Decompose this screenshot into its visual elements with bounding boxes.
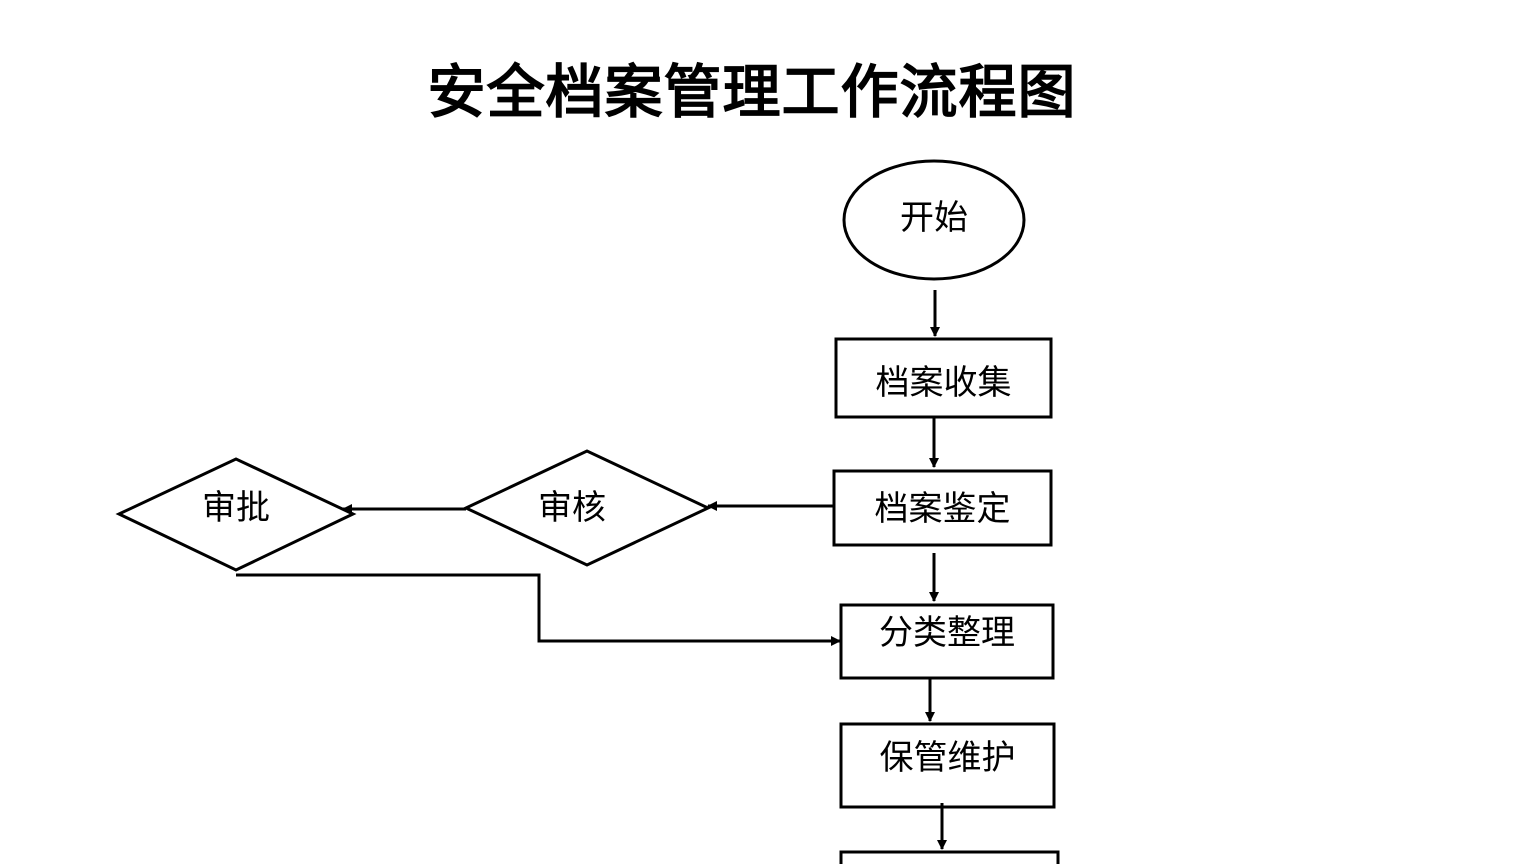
appraise-label: 档案鉴定 (874, 489, 1011, 529)
collect-node (834, 337, 1053, 419)
start-label: 开始 (900, 198, 968, 238)
classify-node (839, 603, 1055, 680)
next-node-partial (839, 850, 1060, 864)
start-node (842, 159, 1026, 281)
approve-node (115, 457, 357, 572)
page-title: 安全档案管理工作流程图 (427, 58, 1077, 126)
approve-label: 审批 (202, 488, 270, 528)
appraise-node (832, 469, 1053, 547)
review-label: 审核 (538, 488, 606, 528)
collect-label: 档案收集 (875, 363, 1012, 403)
edge-approve-classify (236, 573, 841, 646)
maintain-label: 保管维护 (879, 738, 1016, 778)
maintain-node (839, 722, 1056, 809)
classify-label: 分类整理 (879, 613, 1015, 653)
